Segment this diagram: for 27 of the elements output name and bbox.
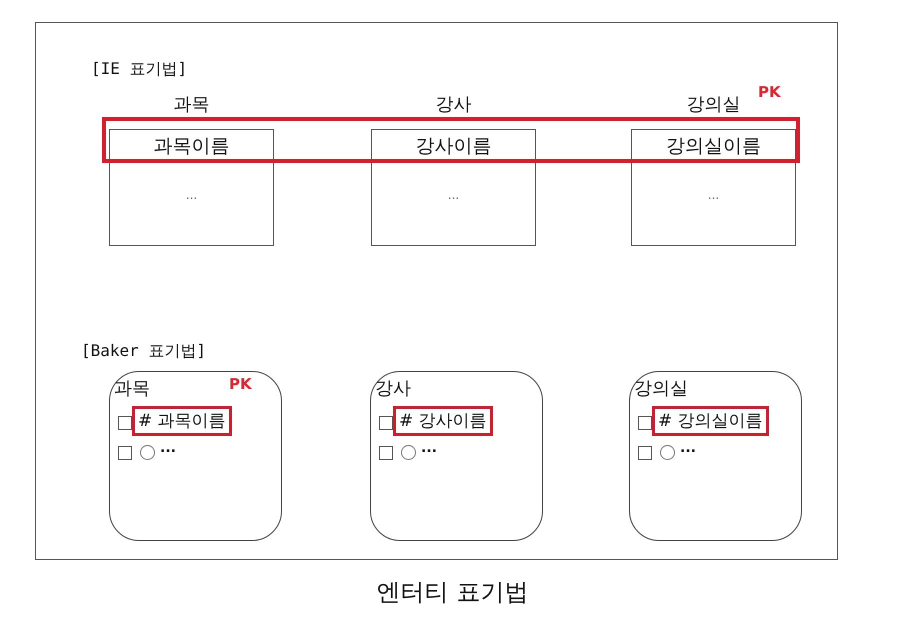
notation-label: [IE 표기법] <box>91 59 188 80</box>
entity-name: 강사 <box>434 93 472 116</box>
attribute-text: 강의실이름 <box>666 134 761 158</box>
attribute-text: 강사이름 <box>416 134 492 158</box>
primary-key-attribute: # 과목이름 <box>132 406 232 436</box>
entity-name: 강사 <box>375 377 411 400</box>
ellipsis-text: ... <box>160 440 176 456</box>
ellipsis-text: ... <box>184 188 198 202</box>
ellipsis-text: ... <box>446 188 460 202</box>
diagram-frame <box>35 22 838 560</box>
notation-label: [Baker 표기법] <box>81 341 206 362</box>
ellipsis-text: ... <box>706 188 720 202</box>
attribute-text: 과목이름 <box>154 134 230 158</box>
pk-label: PK <box>229 375 252 393</box>
pk-label: PK <box>758 83 781 101</box>
entity-box <box>370 371 543 541</box>
ellipsis-text: ... <box>421 440 437 456</box>
entity-name: 강의실 <box>686 93 742 116</box>
entity-box <box>109 371 282 541</box>
entity-box <box>629 371 802 541</box>
ellipsis-text: ... <box>680 440 696 456</box>
primary-key-attribute: # 강의실이름 <box>652 406 769 436</box>
entity-name: 과목 <box>172 93 210 116</box>
primary-key-attribute: # 강사이름 <box>393 406 493 436</box>
caption: 엔터티 표기법 <box>376 577 530 608</box>
entity-name: 과목 <box>114 377 150 400</box>
entity-name: 강의실 <box>634 377 688 400</box>
